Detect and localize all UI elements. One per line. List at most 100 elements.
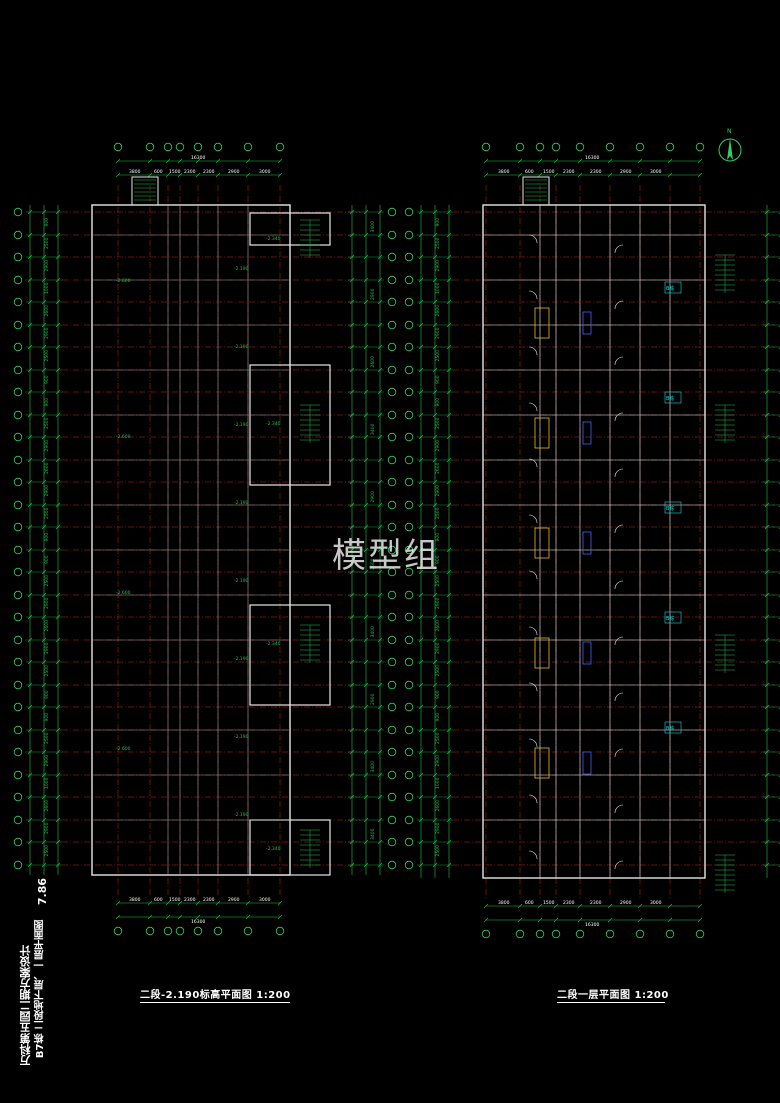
dimension-tick (537, 172, 543, 178)
top-dimension-text: 2300 (184, 169, 196, 175)
axis-bubble (243, 926, 253, 936)
dimension-tick (667, 917, 673, 923)
door-swing (614, 244, 624, 254)
bottom-dimension-text: 3000 (259, 897, 271, 903)
axis-bubble (13, 815, 23, 825)
side-dimension-text: 1000 (435, 282, 441, 294)
axis-bubble (387, 387, 397, 397)
door-swing (528, 738, 538, 748)
dimension-tick (215, 900, 221, 906)
elevation-label: -2.600 (116, 746, 131, 752)
axis-bubble (515, 929, 525, 939)
axis-bubble (404, 702, 414, 712)
door-swing (614, 636, 624, 646)
axis-bubble (387, 432, 397, 442)
door-swing (528, 570, 538, 580)
axis-bubble (404, 455, 414, 465)
dimension-tick (177, 914, 183, 920)
axis-bubble (404, 635, 414, 645)
axis-bubble (551, 142, 561, 152)
axis-bubble (404, 567, 414, 577)
axis-bubble (404, 815, 414, 825)
side-dimension-text: 900 (435, 713, 441, 722)
top-dimension-text: 1500 (169, 169, 181, 175)
side-dimension-text: 900 (44, 533, 50, 542)
top-dimension-text: 1500 (543, 169, 555, 175)
dimension-tick (147, 914, 153, 920)
axis-bubble (193, 142, 203, 152)
dimension-tick (147, 172, 153, 178)
side-dimension-text: 900 (435, 375, 441, 384)
axis-bubble (404, 522, 414, 532)
axis-bubble (404, 252, 414, 262)
axis-bubble (13, 635, 23, 645)
axis-bubble (13, 545, 23, 555)
bottom-dimension-text: 3000 (650, 900, 662, 906)
side-dimension-text: 2500 (44, 575, 50, 587)
side-dimension-text: 900 (435, 690, 441, 699)
top-dimension-text: 3000 (650, 169, 662, 175)
door-swing (614, 804, 624, 814)
axis-bubble (404, 207, 414, 217)
drawing-name: B7栋 二段地下层、一层平面图 (35, 920, 46, 1059)
axis-bubble (387, 275, 397, 285)
dimension-tick (177, 900, 183, 906)
axis-bubble (404, 275, 414, 285)
stair-bay (249, 212, 331, 246)
axis-bubble (535, 929, 545, 939)
dimension-tick (277, 158, 283, 164)
top-dimension-text: 3800 (498, 169, 510, 175)
dimension-tick (483, 917, 489, 923)
door-swing (528, 682, 538, 692)
dimension-tick (637, 917, 643, 923)
axis-bubble (404, 432, 414, 442)
axis-bubble (13, 387, 23, 397)
axis-bubble (575, 929, 585, 939)
bottom-dimension-text: 2300 (203, 897, 215, 903)
door-swing (528, 458, 538, 468)
right-plan-title: 二段一层平面图 1:200 (557, 990, 669, 1001)
elevation-label: -2.190 (234, 422, 249, 428)
axis-bubble (387, 702, 397, 712)
elevation-label: -2.190 (234, 812, 249, 818)
dimension-tick (553, 158, 559, 164)
side-dimension-text: 2500 (435, 237, 441, 249)
room-tag (664, 721, 682, 734)
side-dimension-text: 2900 (44, 485, 50, 497)
dimension-tick (607, 917, 613, 923)
axis-bubble (404, 837, 414, 847)
elevation-label: -2.340 (266, 421, 281, 427)
axis-bubble (404, 770, 414, 780)
top-dimension-text: 2300 (590, 169, 602, 175)
dimension-tick (245, 914, 251, 920)
axis-bubble (404, 477, 414, 487)
side-dimension-text: 2500 (44, 732, 50, 744)
axis-bubble (695, 929, 705, 939)
axis-bubble (175, 926, 185, 936)
door-swing (614, 580, 624, 590)
wardrobe (582, 751, 592, 775)
dimension-tick (277, 914, 283, 920)
elevation-label: -2.340 (266, 236, 281, 242)
dimension-tick (607, 172, 613, 178)
dimension-tick (115, 914, 121, 920)
side-dimension-text: 3400 (370, 626, 376, 638)
wardrobe (582, 421, 592, 445)
dimension-tick (245, 158, 251, 164)
overall-dimension-text: 16300 (585, 922, 599, 928)
axis-bubble (13, 657, 23, 667)
axis-bubble (13, 837, 23, 847)
dimension-tick (553, 903, 559, 909)
axis-bubble (387, 522, 397, 532)
dimension-tick (537, 158, 543, 164)
side-dimension-text: 2900 (44, 260, 50, 272)
north-arrow-icon: N (718, 128, 742, 162)
axis-bubble (387, 455, 397, 465)
axis-bubble (387, 725, 397, 735)
dimension-tick (195, 172, 201, 178)
side-dimension-text: 2900 (435, 440, 441, 452)
axis-bubble (404, 365, 414, 375)
side-dimension-text: 2600 (370, 558, 376, 570)
elevation-label: -2.340 (266, 641, 281, 647)
